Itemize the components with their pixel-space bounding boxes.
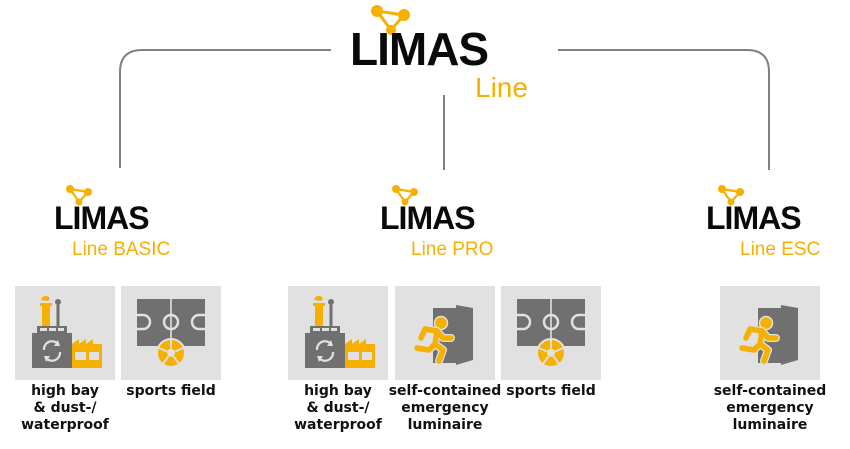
application-tile-sports-field [501,286,601,380]
line-subtitle: Line BASIC [72,239,171,260]
emergency-exit-icon [720,286,820,380]
root-logo: LIMAS Line [346,0,546,110]
molecule-logo-icon [392,185,418,206]
branch-logo-basic: LIMAS Line BASIC [50,180,200,260]
application-label: sports field [506,383,596,399]
sports-field-icon [515,297,587,370]
application-tile-high-bay [288,286,388,380]
application-tile-emergency [720,286,820,380]
line-subtitle: Line PRO [411,239,494,260]
line-subtitle: Line ESC [740,239,821,260]
application-label: self-contained emergency luminaire [713,383,827,433]
molecule-logo-icon [718,185,744,206]
application-label: self-contained emergency luminaire [388,383,502,433]
brand-name: LIMAS [380,200,476,236]
factory-icon [303,294,377,370]
factory-icon [30,294,104,370]
line-subtitle: Line [475,72,528,103]
brand-name: LIMAS [706,200,802,236]
connector-left [119,49,331,168]
application-tile-sports-field [121,286,221,380]
connector-right [558,49,770,170]
branch-logo-esc: LIMAS Line ESC [702,180,850,260]
application-tile-emergency [395,286,495,380]
application-tile-high-bay [15,286,115,380]
brand-name: LIMAS [350,23,489,75]
application-label: high bay & dust-/ waterproof [21,383,109,433]
sports-field-icon [135,297,207,370]
brand-name: LIMAS [54,200,150,236]
molecule-logo-icon [66,185,92,206]
application-label: sports field [126,383,216,399]
molecule-logo-icon [371,5,410,35]
branch-logo-pro: LIMAS Line PRO [376,180,526,260]
application-label: high bay & dust-/ waterproof [294,383,382,433]
emergency-exit-icon [395,286,495,380]
